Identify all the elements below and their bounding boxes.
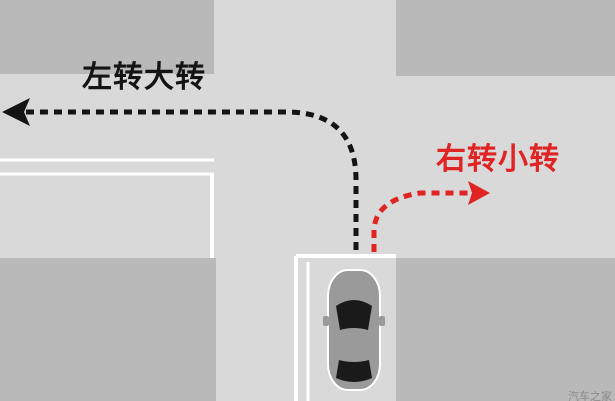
car-windshield [336,300,372,330]
watermark: 汽车之家 [568,390,612,401]
block-bottom-right [396,258,615,401]
block-bottom-left [0,258,216,401]
lane-markings [0,158,396,401]
car-roof [340,331,368,359]
left-turn-arrowhead [2,98,30,126]
car-rear-window [336,360,372,382]
left-turn-label: 左转大转 [82,60,206,95]
right-turn-arrowhead [468,181,490,205]
right-turn-path [371,190,470,252]
block-top-right [396,0,615,76]
car [323,269,385,391]
right-turn-label: 右转小转 [436,142,560,177]
car-mirror-right [379,316,385,326]
car-mirror-left [323,316,329,326]
block-top-left [0,0,214,74]
left-turn-path [24,109,359,250]
car-body [327,269,381,391]
